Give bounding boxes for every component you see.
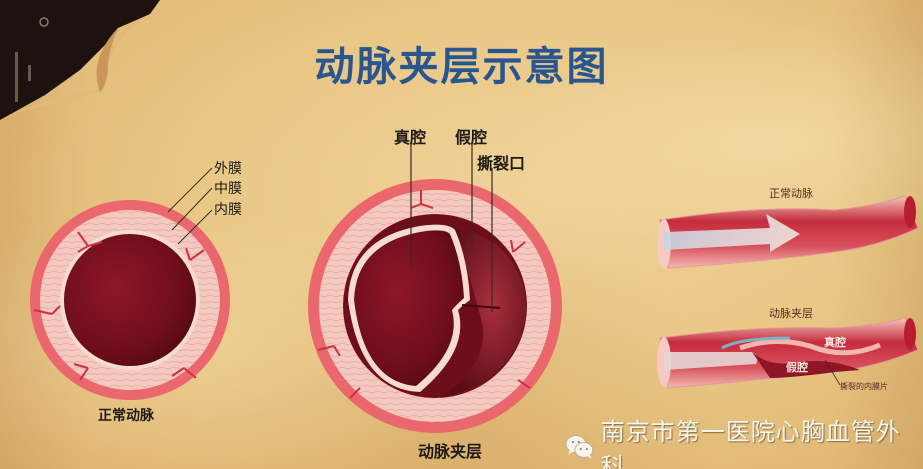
longitudinal-true-lumen-label: 真腔 — [824, 336, 846, 349]
footer-watermark: 南京市第一医院心胸血管外科 — [565, 412, 923, 469]
layer-label-media: 中膜 — [214, 181, 242, 197]
normal-artery-longitudinal — [657, 195, 919, 269]
false-lumen-label: 假腔 — [455, 128, 488, 147]
intimal-flap-label: 撕裂的内膜片 — [840, 382, 888, 391]
page-curl-corner — [0, 0, 160, 120]
dissection-caption: 动脉夹层 — [418, 442, 483, 461]
longitudinal-false-lumen-label: 假腔 — [786, 361, 808, 374]
normal-caption: 正常动脉 — [98, 408, 154, 424]
tear-label: 撕裂口 — [477, 154, 526, 173]
wechat-icon — [565, 435, 594, 459]
page-title: 动脉夹层示意图 — [314, 44, 609, 90]
true-lumen-label: 真腔 — [394, 128, 427, 147]
layer-label-adventitia: 外膜 — [214, 161, 242, 177]
dissection-cross-section — [308, 142, 562, 433]
footer-text: 南京市第一医院心胸血管外科 — [600, 418, 901, 469]
longitudinal-dissection-caption: 动脉夹层 — [769, 307, 813, 320]
longitudinal-normal-caption: 正常动脉 — [769, 187, 813, 200]
dissection-longitudinal — [657, 317, 919, 389]
layer-label-intima: 内膜 — [214, 202, 242, 218]
normal-artery-cross-section — [30, 167, 230, 400]
